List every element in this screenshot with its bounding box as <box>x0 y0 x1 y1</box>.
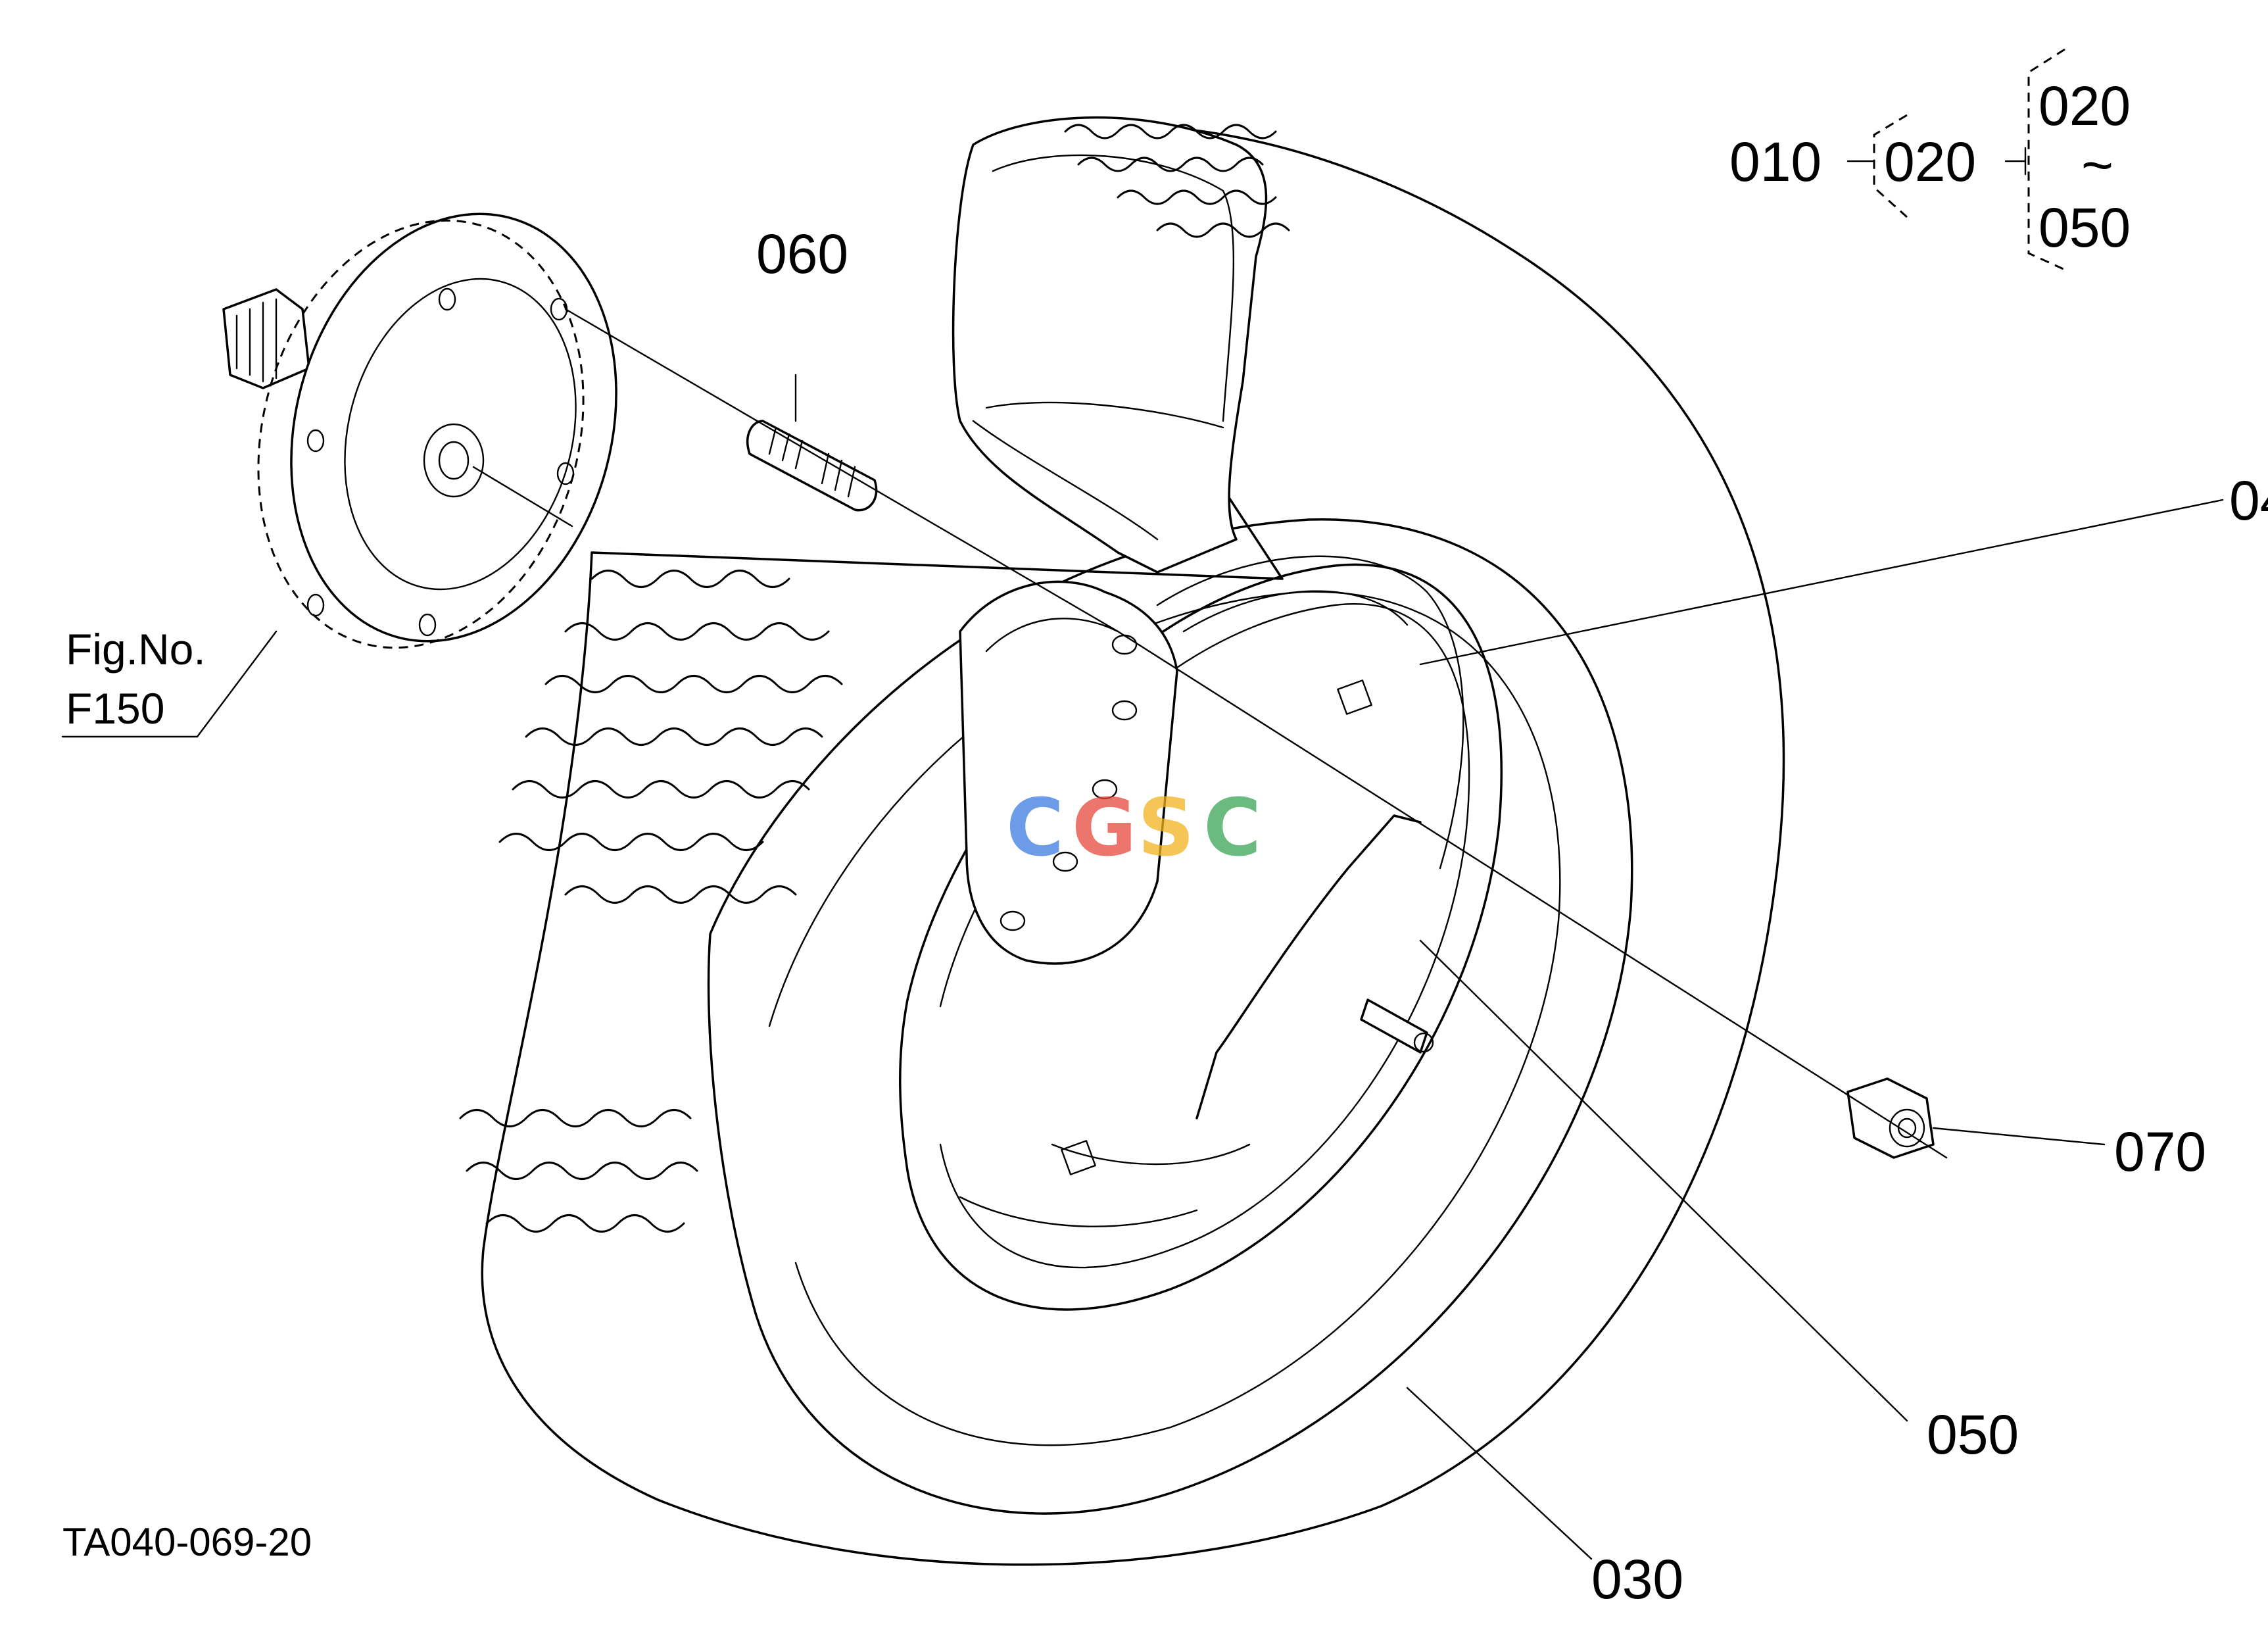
watermark-letter: S <box>1138 783 1194 874</box>
tread-pattern <box>459 124 1290 1233</box>
stud-060 <box>746 420 878 512</box>
part-label-040: 040 <box>2229 470 2268 531</box>
part-label-030: 030 <box>1591 1548 1683 1610</box>
watermark-letter: C <box>1203 783 1261 874</box>
legend-root: 010 <box>1729 131 1822 193</box>
part-label-050: 050 <box>1927 1404 2019 1465</box>
legend-mid: 020 <box>1884 131 1976 193</box>
watermark-letter: C <box>1006 783 1064 874</box>
nut-070 <box>1846 1077 1935 1159</box>
hub-assembly <box>222 212 617 649</box>
part-label-060: 060 <box>756 223 848 285</box>
figure-ref-line1: Fig.No. <box>66 625 206 674</box>
legend-tilde: ~ <box>2081 134 2113 196</box>
watermark-letter: G <box>1072 783 1137 874</box>
drawing-id: TA040-069-20 <box>62 1520 312 1564</box>
figure-ref-line2: F150 <box>66 684 164 733</box>
valve-050 <box>1360 998 1434 1054</box>
leader-lines <box>61 308 2224 1560</box>
legend-top: 020 <box>2039 75 2131 137</box>
part-label-070: 070 <box>2114 1121 2206 1183</box>
part-range-legend <box>1846 48 2065 271</box>
legend-bottom: 050 <box>2039 197 2131 258</box>
rim-040 <box>959 555 1464 1227</box>
